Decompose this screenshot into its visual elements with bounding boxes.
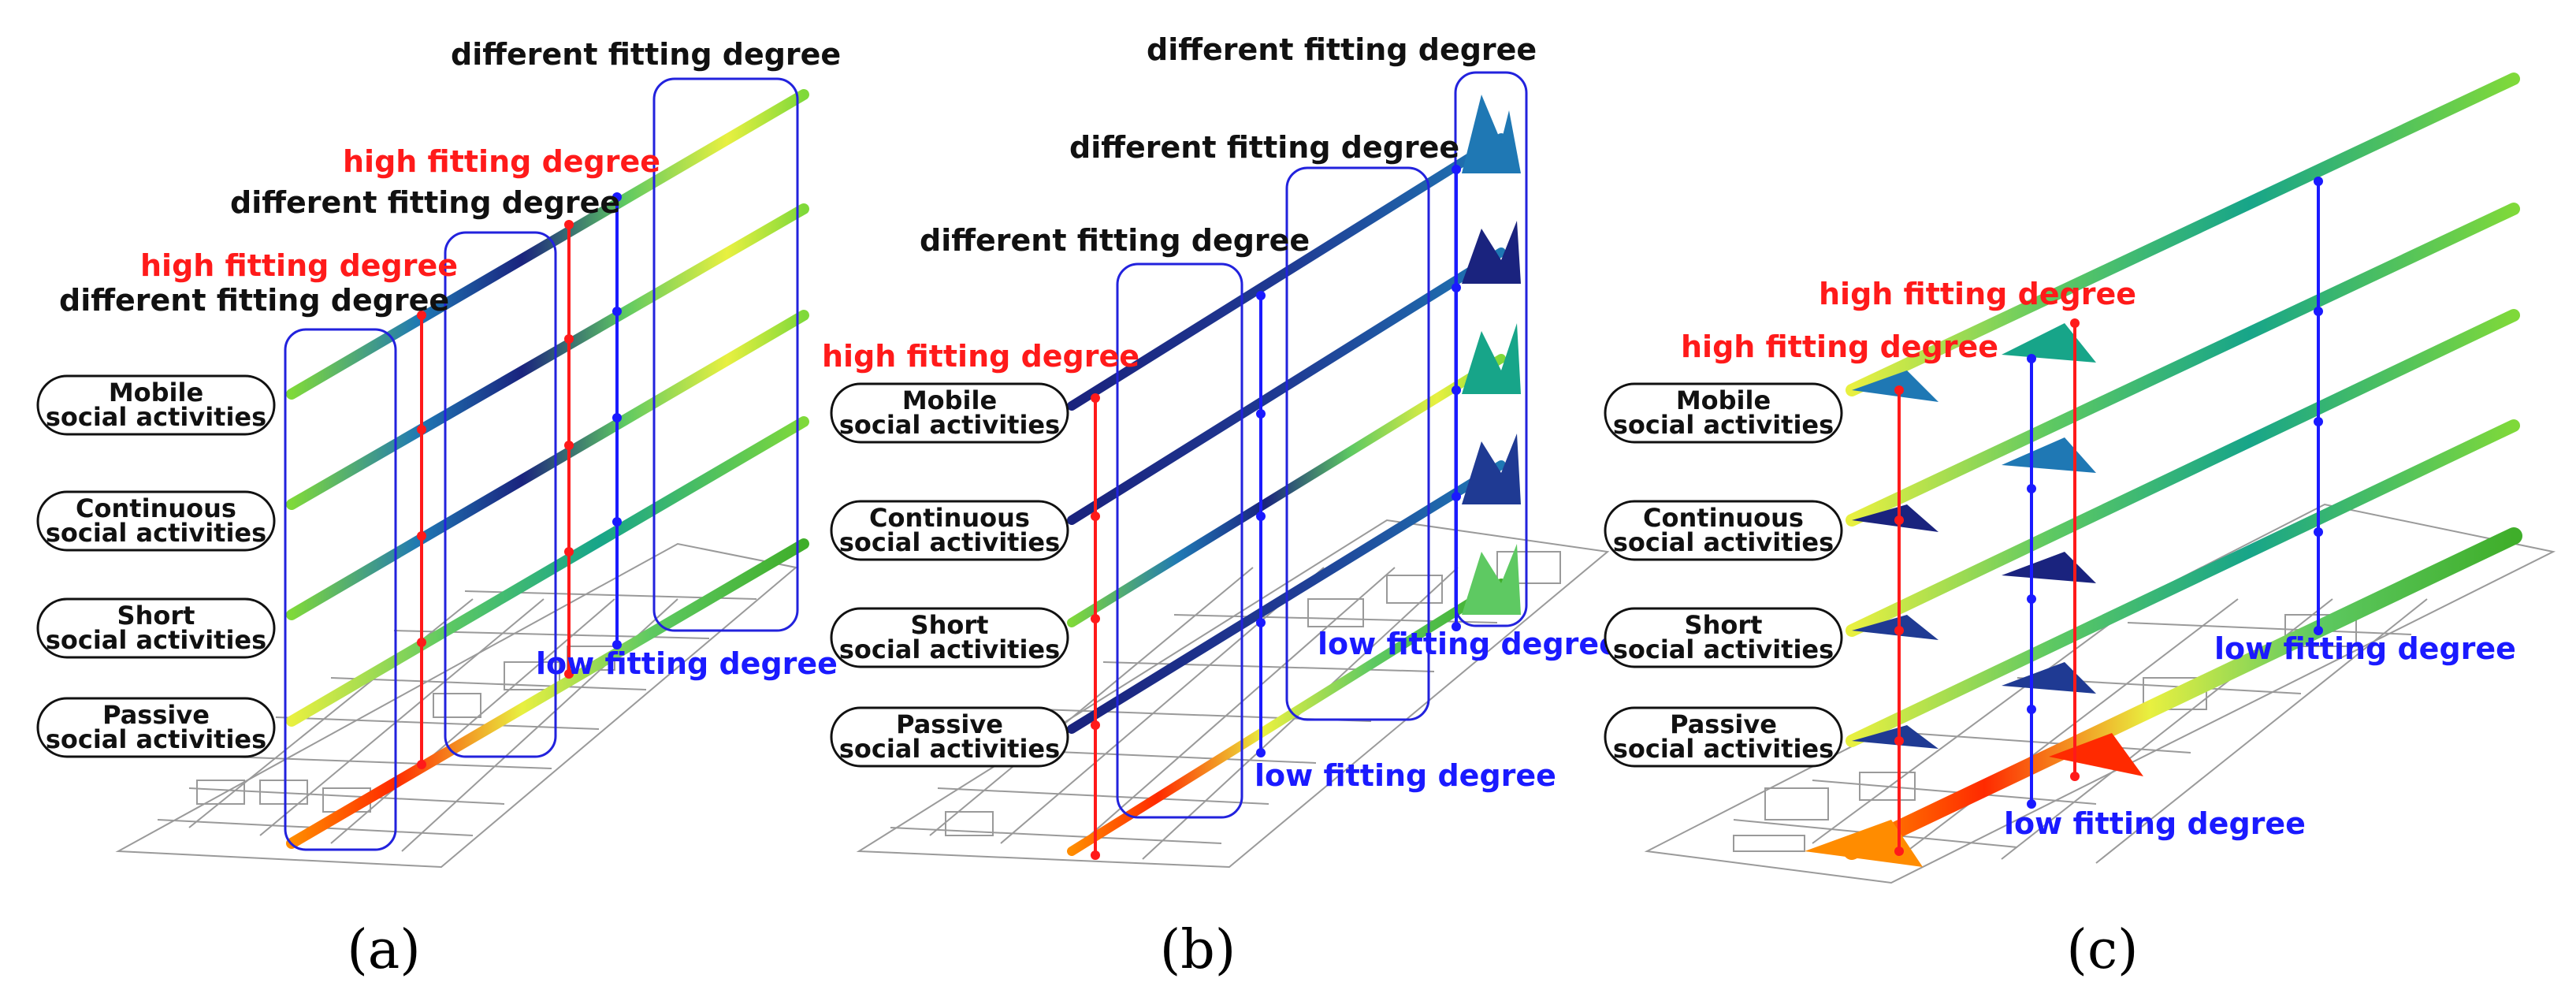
panel-b-activity-short: Short social activities — [830, 607, 1069, 668]
panel-a-label-high-1: high fitting degree — [343, 144, 660, 179]
activity-name: Passive — [1670, 709, 1777, 739]
panel-a-box-left — [284, 328, 397, 851]
panel-a-label-low: low fitting degree — [536, 646, 838, 681]
activity-name: Passive — [896, 709, 1003, 739]
activity-type: social activities — [46, 625, 266, 655]
strip-short — [1846, 309, 2520, 637]
panel-a-activity-mobile: Mobile social activities — [36, 374, 276, 436]
activity-type: social activities — [839, 410, 1060, 440]
panel-a-box-mid — [444, 231, 557, 758]
activity-name: Mobile — [902, 385, 997, 415]
activity-name: Continuous — [869, 503, 1030, 533]
activity-type: social activities — [839, 527, 1060, 557]
panel-a-activity-continuous: Continuous social activities — [36, 490, 276, 552]
panel-c-connectors — [1894, 177, 2323, 856]
panel-b-box-mid — [1285, 166, 1430, 721]
strip-short — [286, 310, 809, 620]
panel-b-basemap — [856, 519, 1610, 869]
activity-type: social activities — [46, 402, 266, 432]
panel-a-connectors — [417, 192, 622, 769]
panel-a-strips — [286, 89, 809, 849]
panel-b-box-left — [1116, 262, 1243, 819]
activity-type: social activities — [839, 734, 1060, 764]
panel-a-activity-short: Short social activities — [36, 597, 276, 659]
activity-name: Passive — [102, 700, 210, 730]
panel-b-label-low-2: low fitting degree — [1255, 758, 1556, 793]
activity-name: Mobile — [109, 378, 203, 407]
panel-b-connectors — [1091, 165, 1461, 860]
panel-b-activity-passive: Passive social activities — [830, 706, 1069, 768]
activity-type: social activities — [1613, 410, 1834, 440]
panel-c-label-high-2: high fitting degree — [1681, 329, 1998, 364]
panel-b-activity-mobile: Mobile social activities — [830, 382, 1069, 444]
panel-b-label-low-1: low fitting degree — [1318, 627, 1619, 661]
panel-c: high fitting degree high fitting degree … — [1604, 73, 2556, 981]
strip-passive — [1846, 419, 2520, 747]
activity-name: Short — [911, 610, 989, 640]
panel-b-label-diff-left: different fitting degree — [920, 223, 1310, 258]
panel-b: different fitting degree different fitti… — [822, 32, 1619, 981]
panel-c-strips — [1805, 73, 2522, 867]
strip-continuous — [286, 203, 809, 510]
panel-b-strips — [1067, 95, 1521, 856]
panel-c-letter: (c) — [2066, 919, 2138, 981]
panel-c-activity-passive: Passive social activities — [1604, 706, 1843, 768]
panel-c-activity-continuous: Continuous social activities — [1604, 500, 1843, 561]
activity-name: Mobile — [1676, 385, 1771, 415]
strip-mobile — [1846, 73, 2520, 396]
activity-type: social activities — [46, 724, 266, 754]
activity-type: social activities — [839, 634, 1060, 664]
activity-name: Continuous — [1643, 503, 1804, 533]
panel-a-label-high-2: high fitting degree — [140, 248, 458, 283]
panel-c-label-high-1: high fitting degree — [1819, 277, 2136, 311]
panel-c-label-low-1: low fitting degree — [2214, 631, 2516, 666]
panel-a-label-diff-mid: different fitting degree — [230, 185, 620, 220]
panel-b-label-high: high fitting degree — [822, 339, 1139, 374]
panel-a-label-diff-top: different fitting degree — [451, 37, 841, 72]
strip-continuous — [1846, 203, 2520, 527]
strip-base — [286, 538, 809, 849]
activity-name: Short — [1685, 610, 1763, 640]
panel-b-letter: (b) — [1160, 919, 1236, 981]
panel-b-label-diff-mid: different fitting degree — [1069, 130, 1459, 165]
strip-base — [1843, 527, 2522, 860]
activity-type: social activities — [1613, 634, 1834, 664]
panel-c-label-low-2: low fitting degree — [2004, 806, 2306, 841]
panel-a-label-diff-left: different fitting degree — [59, 283, 449, 318]
panel-c-activity-mobile: Mobile social activities — [1604, 382, 1843, 444]
activity-name: Continuous — [76, 493, 236, 523]
panel-a-box-right — [652, 77, 799, 632]
activity-type: social activities — [46, 518, 266, 548]
strip-passive — [286, 416, 809, 727]
activity-type: social activities — [1613, 527, 1834, 557]
panel-b-activity-continuous: Continuous social activities — [830, 500, 1069, 561]
activity-type: social activities — [1613, 734, 1834, 764]
panel-c-activity-short: Short social activities — [1604, 607, 1843, 668]
activity-name: Short — [117, 601, 195, 631]
panel-a: different fitting degree high fitting de… — [36, 37, 841, 981]
panel-a-activity-passive: Passive social activities — [36, 697, 276, 758]
strip-mobile — [286, 89, 809, 400]
panel-b-label-diff-top: different fitting degree — [1147, 32, 1537, 67]
panel-a-letter: (a) — [347, 919, 421, 981]
